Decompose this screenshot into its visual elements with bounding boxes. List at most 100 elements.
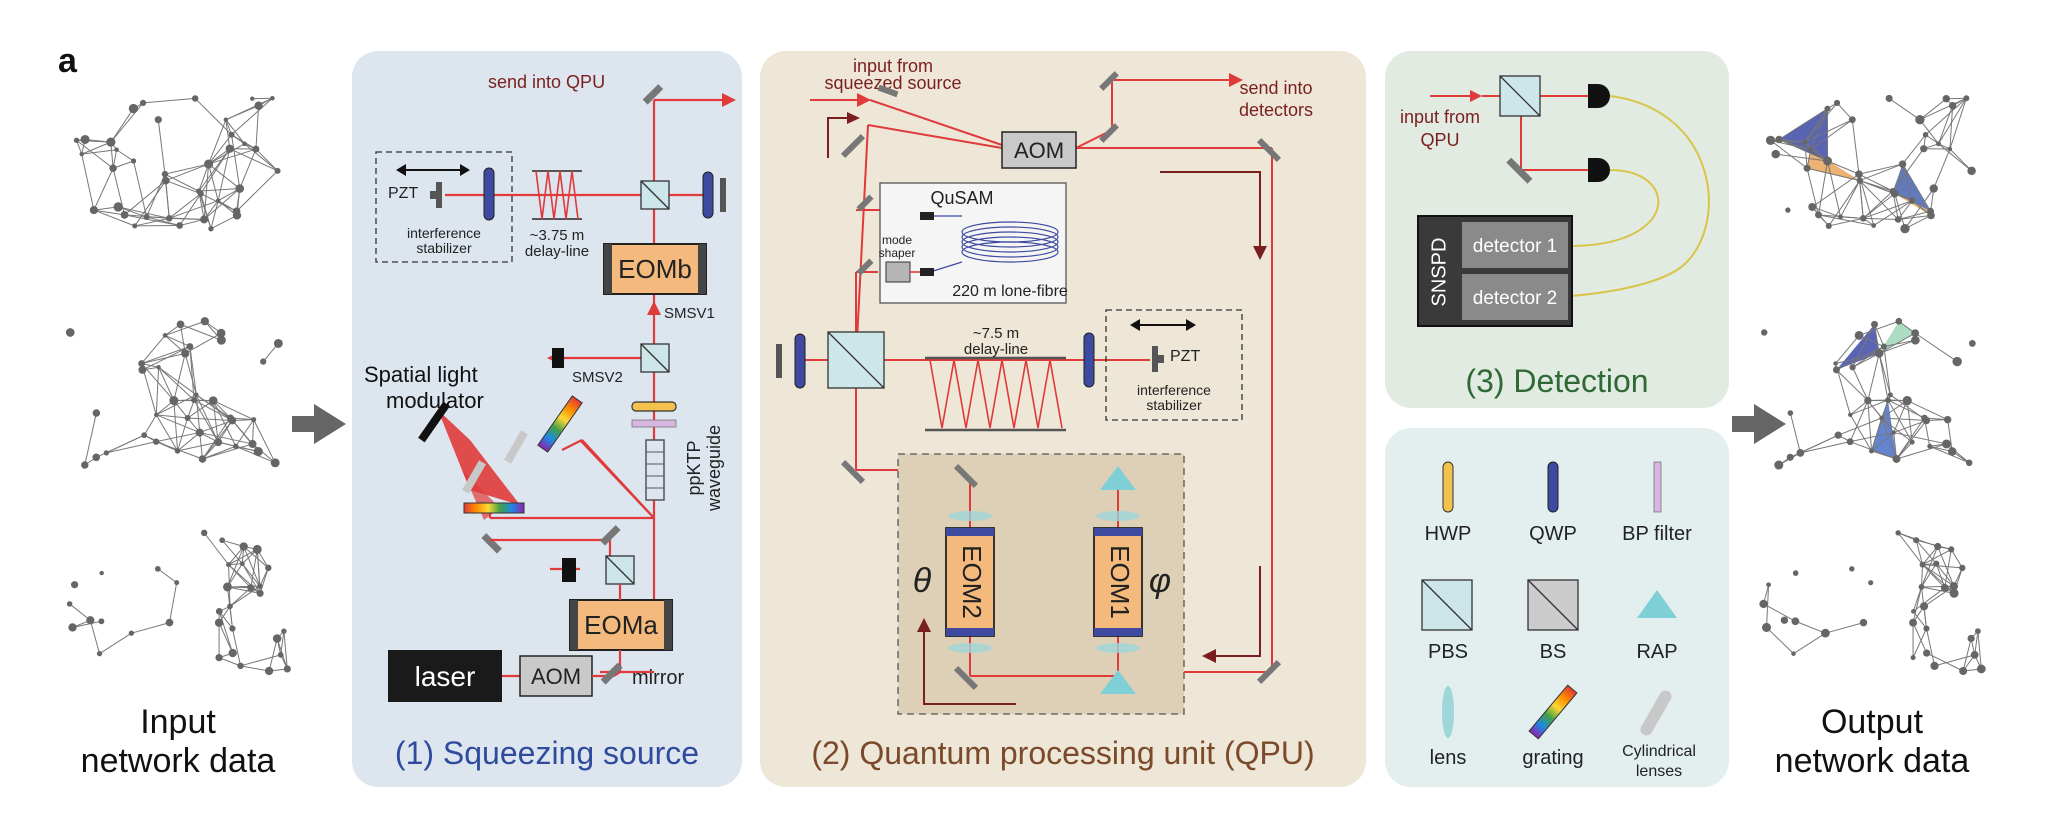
detection-input-label-2: QPU <box>1420 130 1459 150</box>
graph-node <box>1791 617 1799 625</box>
graph-edge <box>211 215 237 228</box>
graph-node <box>1977 665 1986 674</box>
graph-node <box>1968 635 1975 642</box>
mode-shaper-label-1: mode <box>882 233 912 247</box>
graph-node <box>1875 349 1884 358</box>
graph-edge <box>158 569 177 583</box>
graph-node <box>1971 651 1979 659</box>
graph-node <box>132 223 137 228</box>
flow-arrow-right <box>1732 404 1786 444</box>
graph-node <box>174 580 179 585</box>
graph-node <box>1948 546 1954 552</box>
graph-node <box>1923 132 1929 138</box>
graph-node <box>251 417 256 422</box>
input-label-line1: Input <box>140 703 216 741</box>
graph-node <box>1871 321 1878 328</box>
fibre-length-label: 220 m lone-fibre <box>952 283 1068 300</box>
graph-node <box>1834 100 1840 106</box>
graph-edge <box>1894 433 1947 444</box>
graph-node <box>1766 136 1775 145</box>
graph-edge <box>117 150 134 161</box>
graph-node <box>284 665 291 672</box>
qusam-label: QuSAM <box>930 188 993 208</box>
graph-node <box>235 184 244 193</box>
graph-node <box>257 583 263 589</box>
graph-node <box>1821 629 1830 638</box>
graph-node <box>162 177 170 185</box>
graph-node <box>1895 530 1900 535</box>
graph-node <box>265 667 273 675</box>
graph-edge <box>180 324 221 340</box>
send-into-detectors-label-1: send into <box>1239 78 1312 98</box>
graph-node <box>1823 157 1832 166</box>
graph-node <box>141 432 147 438</box>
bp-filter-squeezing <box>632 420 676 427</box>
qwp-qpu-left <box>795 334 805 388</box>
delay-line-label-squeezing: delay-line <box>525 243 589 260</box>
graph-edge <box>1850 401 1868 442</box>
graph-node <box>226 145 234 153</box>
lens-eom1-bottom <box>1096 643 1140 653</box>
graph-node <box>233 444 238 449</box>
graph-node <box>270 96 274 100</box>
graph-edge <box>1853 367 1868 400</box>
graph-node <box>1888 392 1893 397</box>
graph-node <box>1759 600 1767 608</box>
graph-node <box>1911 336 1920 345</box>
graph-node <box>1788 410 1794 416</box>
graph-node <box>273 634 282 643</box>
graph-node <box>275 168 281 174</box>
end-mirror-squeezing <box>720 178 726 212</box>
graph-node <box>194 393 199 398</box>
graph-node <box>1868 580 1873 585</box>
graph-node <box>1835 432 1842 439</box>
graph-node <box>1771 150 1780 159</box>
graph-node <box>1933 561 1939 567</box>
graph-node <box>1891 190 1899 198</box>
slm-label-1: Spatial light <box>364 362 478 387</box>
graph-node <box>1833 361 1837 365</box>
graph-node <box>86 616 94 624</box>
lens-eom1-top <box>1096 511 1140 521</box>
graph-node <box>155 566 161 572</box>
network-graph <box>74 95 281 231</box>
graph-edge <box>1841 217 1864 218</box>
graph-node <box>129 631 134 636</box>
graph-node <box>217 336 226 345</box>
stabilizer-label-2-squeezing: stabilizer <box>416 240 472 256</box>
squeezing-source-title: (1) Squeezing source <box>395 735 699 771</box>
graph-node <box>166 215 173 222</box>
pzt-label-qpu: PZT <box>1170 348 1200 365</box>
graph-node <box>229 132 235 138</box>
graph-node <box>1944 416 1951 423</box>
graph-edge <box>1934 149 1950 188</box>
graph-node <box>138 360 145 367</box>
graph-node <box>1949 102 1956 109</box>
graph-node <box>144 214 150 220</box>
graph-node <box>138 366 146 374</box>
graph-edge <box>131 623 169 634</box>
graph-node <box>74 138 79 143</box>
graph-node <box>181 349 189 357</box>
output-label-line2: network data <box>1775 742 1970 780</box>
legend-pbs-label: PBS <box>1428 641 1468 663</box>
graph-node <box>1871 223 1876 228</box>
mode-shaper <box>886 262 910 282</box>
graph-edge <box>1852 120 1859 174</box>
graph-node <box>1886 95 1893 102</box>
legend-hwp-label: HWP <box>1425 523 1472 545</box>
graph-edge <box>254 420 276 463</box>
graph-node <box>140 100 146 106</box>
graph-node <box>1891 430 1895 434</box>
graph-node <box>1848 413 1852 417</box>
graph-node <box>201 530 207 536</box>
graph-node <box>1923 417 1930 424</box>
graph-node <box>1808 203 1816 211</box>
graph-node <box>228 417 236 425</box>
graph-node <box>1869 448 1874 453</box>
graph-node <box>1815 211 1822 218</box>
graph-node <box>208 226 213 231</box>
graph-node <box>260 358 266 364</box>
graph-node <box>185 415 191 421</box>
graph-node <box>199 455 207 463</box>
